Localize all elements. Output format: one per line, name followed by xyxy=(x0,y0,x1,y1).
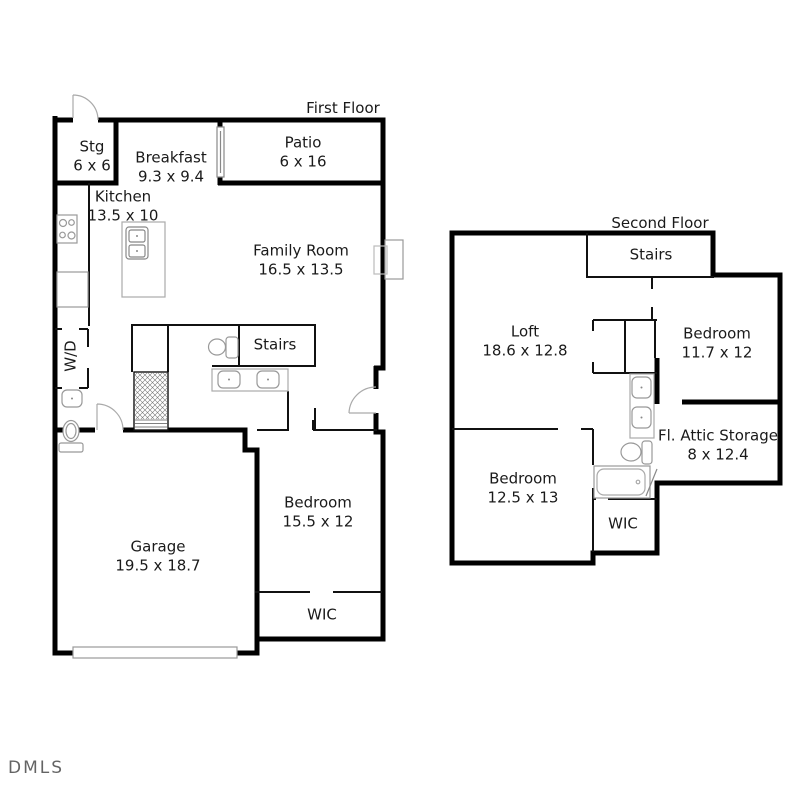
room-label-breakfast: Breakfast 9.3 x 9.4 xyxy=(135,148,206,186)
room-name: WIC xyxy=(608,514,638,533)
powder-sink-icon xyxy=(61,389,83,408)
wall xyxy=(257,420,377,431)
garage-hall-door-arc xyxy=(96,403,124,431)
upstairs-bath-vanity xyxy=(629,373,655,439)
second-floor-walls-interior xyxy=(452,233,714,552)
room-label-bedroom-1f: Bedroom 15.5 x 12 xyxy=(283,493,354,531)
room-label-attic-storage: Fl. Attic Storage 8 x 12.4 xyxy=(658,426,778,464)
first-floor-title: First Floor xyxy=(306,99,380,117)
wall xyxy=(586,233,714,320)
room-dims: 6 x 6 xyxy=(73,156,111,174)
refrigerator-icon xyxy=(56,271,89,308)
room-dims: 18.6 x 12.8 xyxy=(482,341,568,359)
room-label-bedroom-2f-right: Bedroom 11.7 x 12 xyxy=(682,324,753,362)
room-label-garage: Garage 19.5 x 18.7 xyxy=(115,537,200,575)
dmls-watermark: DMLS xyxy=(8,758,65,778)
garage-door xyxy=(72,646,238,659)
first-floor-doors xyxy=(72,94,377,431)
room-name: WIC xyxy=(307,605,337,624)
room-dims: 6 x 16 xyxy=(279,152,327,170)
room-name: Bedroom xyxy=(489,469,557,488)
room-name: Family Room xyxy=(253,241,349,260)
wall xyxy=(212,325,316,367)
room-name: Stairs xyxy=(629,245,673,264)
room-dims: 9.3 x 9.4 xyxy=(137,167,205,185)
fireplace xyxy=(373,239,404,280)
wall xyxy=(52,116,260,656)
first-floor-walls-interior xyxy=(55,183,382,593)
room-dims: 13.5 x 10 xyxy=(87,206,159,224)
patio-sliding-door xyxy=(216,126,225,178)
bathtub-icon xyxy=(593,465,651,499)
room-name: Garage xyxy=(130,537,186,556)
room-name: Patio xyxy=(284,133,322,152)
second-floor-fixtures xyxy=(593,373,658,499)
upstairs-toilet-icon xyxy=(620,440,653,465)
stove-icon xyxy=(56,214,78,244)
room-label-stg: Stg 6 x 6 xyxy=(73,137,111,175)
wall xyxy=(654,358,780,405)
room-label-loft: Loft 18.6 x 12.8 xyxy=(482,322,567,360)
powder-toilet-icon xyxy=(58,419,84,453)
room-name: Bedroom xyxy=(683,324,751,343)
wall xyxy=(287,391,316,431)
first-floor-fixtures xyxy=(56,126,404,659)
attic-access-door xyxy=(645,468,658,497)
room-name: Loft xyxy=(510,322,540,341)
room-label-wd: W/D xyxy=(62,340,81,371)
room-dims: 15.5 x 12 xyxy=(282,512,354,530)
room-name: Kitchen xyxy=(94,187,152,206)
room-dims: 19.5 x 18.7 xyxy=(115,556,201,574)
room-dims: 8 x 12.4 xyxy=(687,445,749,463)
kitchen-island xyxy=(121,221,166,298)
wall xyxy=(55,328,89,389)
wall xyxy=(255,366,386,642)
hall-bath-vanity xyxy=(211,368,289,392)
first-floor-walls-exterior xyxy=(52,116,386,656)
room-name: W/D xyxy=(61,340,80,372)
front-door-arc xyxy=(72,94,99,121)
room-label-patio: Patio 6 x 16 xyxy=(279,133,326,171)
room-name: Fl. Attic Storage xyxy=(658,426,778,445)
second-floor-walls-exterior xyxy=(449,230,783,566)
room-name: Bedroom xyxy=(284,493,352,512)
side-entry-door-arc xyxy=(348,386,377,414)
room-label-wic-2f: WIC xyxy=(608,515,638,534)
room-label-family-room: Family Room 16.5 x 13.5 xyxy=(253,241,349,279)
room-name: Stairs xyxy=(253,335,297,354)
room-dims: 12.5 x 13 xyxy=(487,488,559,506)
second-floor-title: Second Floor xyxy=(611,214,709,232)
room-name: Stg xyxy=(79,137,105,156)
room-label-wic-1f: WIC xyxy=(307,606,337,625)
staircase-hatch xyxy=(133,371,169,431)
room-dims: 11.7 x 12 xyxy=(681,343,753,361)
wall xyxy=(449,230,783,566)
room-name: Breakfast xyxy=(135,148,207,167)
wall xyxy=(131,324,169,372)
wall xyxy=(592,319,657,374)
wall xyxy=(55,118,119,186)
room-label-bedroom-2f-left: Bedroom 12.5 x 13 xyxy=(488,469,559,507)
room-label-kitchen: Kitchen 13.5 x 10 xyxy=(88,187,159,225)
room-label-stairs-2f: Stairs xyxy=(630,246,673,265)
hall-toilet-icon xyxy=(207,336,239,359)
room-dims: 16.5 x 13.5 xyxy=(258,260,344,278)
room-label-stairs: Stairs xyxy=(254,336,297,355)
